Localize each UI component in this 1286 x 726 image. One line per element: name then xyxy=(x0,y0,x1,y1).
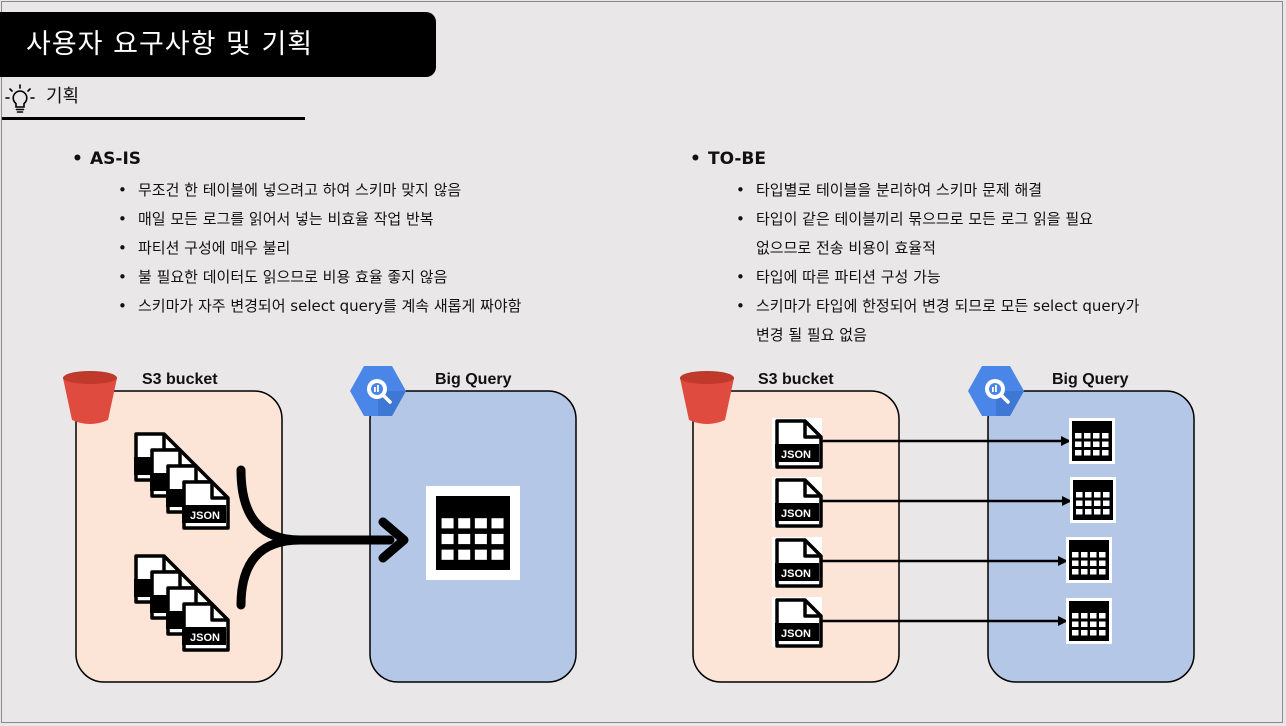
list-item-line: 변경 될 필요 없음 xyxy=(756,326,867,344)
pipeline-row: JSON xyxy=(772,477,1116,528)
table-icon xyxy=(1069,601,1109,641)
to-be-list: 타입별로 테이블을 분리하여 스키마 문제 해결 타입이 같은 테이블끼리 묶으… xyxy=(688,176,1139,350)
list-item-line: 타입이 같은 테이블끼리 묶으므로 모든 로그 읽을 필요 xyxy=(756,210,1093,228)
lightbulb-icon xyxy=(5,84,35,113)
list-item: 매일 모든 로그를 읽어서 넣는 비효율 작업 반복 xyxy=(118,205,521,234)
table-icon xyxy=(1073,480,1113,520)
list-item: 타입에 따른 파티션 구성 가능 xyxy=(736,263,1139,292)
bigquery-label: Big Query xyxy=(435,371,512,388)
json-label: JSON xyxy=(781,508,811,520)
merge-arrow xyxy=(236,465,409,610)
json-label: JSON xyxy=(190,632,220,644)
as-is-section: AS-IS 무조건 한 테이블에 넣으려고 하여 스키마 맞지 않음 매일 모든… xyxy=(70,147,521,321)
json-label: JSON xyxy=(190,510,220,522)
json-label: JSON xyxy=(781,449,811,461)
list-item: 불 필요한 데이터도 읽으므로 비용 효율 좋지 않음 xyxy=(118,263,521,292)
json-file-stack: JSON xyxy=(132,432,230,530)
s3-bucket-label: S3 bucket xyxy=(758,371,834,388)
pipeline-row: JSON xyxy=(772,418,1115,469)
as-is-heading: AS-IS xyxy=(70,147,521,171)
s3-bucket-label: S3 bucket xyxy=(142,371,218,388)
s3-bucket-box xyxy=(75,390,283,683)
list-item: 파티션 구성에 매우 불리 xyxy=(118,234,521,263)
list-item: 스키마가 타입에 한정되어 변경 되므로 모든 select query가변경 … xyxy=(736,292,1140,350)
table-icon xyxy=(426,486,520,580)
list-item-line: 스키마가 타입에 한정되어 변경 되므로 모든 select query가 xyxy=(756,297,1140,315)
list-item-line: 없으므로 전송 비용이 효율적 xyxy=(756,239,936,257)
page-title: 사용자 요구사항 및 기획 xyxy=(0,12,436,77)
list-item-line: 타입별로 테이블을 분리하여 스키마 문제 해결 xyxy=(756,181,1043,199)
table-icon xyxy=(1069,540,1109,580)
pipeline-row: JSON xyxy=(772,537,1112,588)
table-icon xyxy=(1072,421,1112,461)
section-label: 기획 xyxy=(46,86,80,107)
to-be-section: TO-BE 타입별로 테이블을 분리하여 스키마 문제 해결 타입이 같은 테이… xyxy=(688,147,1139,350)
json-label: JSON xyxy=(781,568,811,580)
json-file-stack: JSON xyxy=(132,554,230,652)
list-item-line: 타입에 따른 파티션 구성 가능 xyxy=(756,268,941,286)
bigquery-label: Big Query xyxy=(1052,371,1129,388)
pipeline-row: JSON xyxy=(772,597,1112,648)
underline-divider xyxy=(2,117,305,120)
bigquery-box xyxy=(987,390,1195,683)
list-item: 타입별로 테이블을 분리하여 스키마 문제 해결 xyxy=(736,176,1139,205)
list-item: 무조건 한 테이블에 넣으려고 하여 스키마 맞지 않음 xyxy=(118,176,521,205)
s3-bucket-box xyxy=(692,390,900,683)
list-item: 스키마가 자주 변경되어 select query를 계속 새롭게 짜야함 xyxy=(118,292,521,321)
as-is-list: 무조건 한 테이블에 넣으려고 하여 스키마 맞지 않음 매일 모든 로그를 읽… xyxy=(70,176,521,321)
json-label: JSON xyxy=(781,628,811,640)
to-be-heading: TO-BE xyxy=(688,147,1139,171)
